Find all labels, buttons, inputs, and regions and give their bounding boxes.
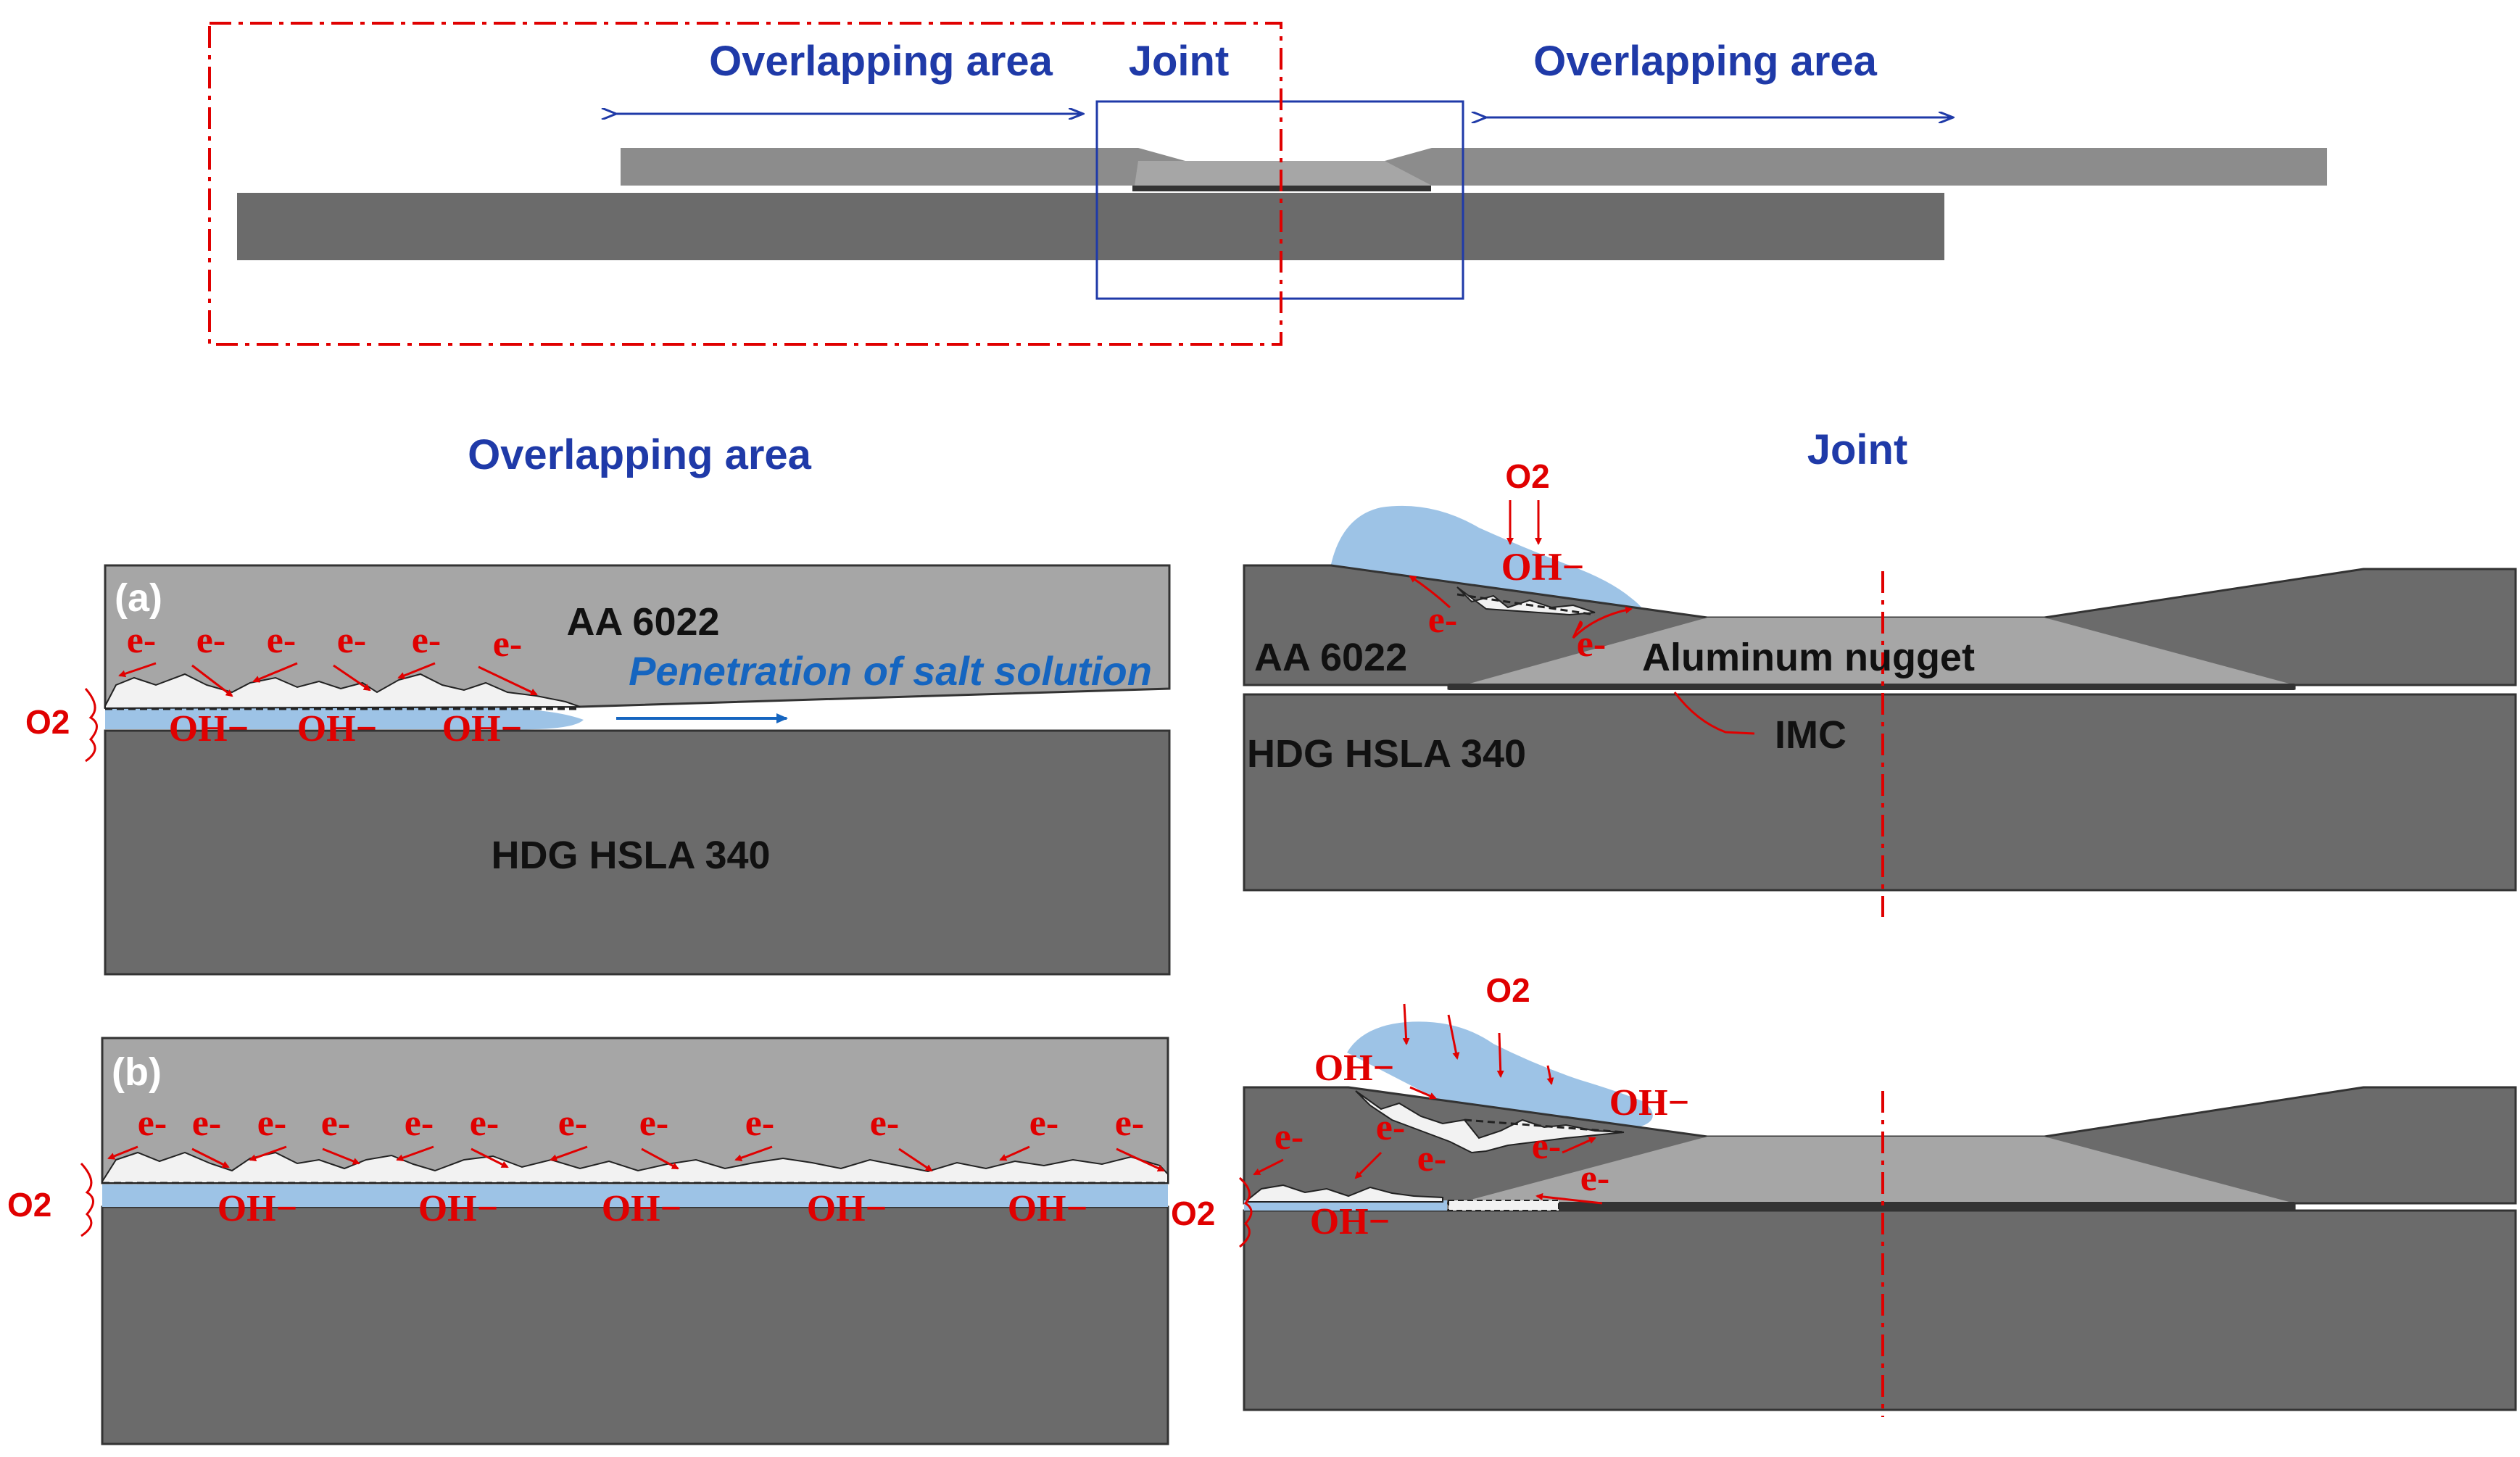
electron-label: e- [1115,1103,1144,1144]
hydroxide-label: OH− [418,1188,499,1229]
panel-b-electron-arrows [107,1145,1165,1172]
hydroxide-label: OH− [217,1188,298,1229]
overview-label-joint: Joint [1129,38,1230,85]
joint-bottom-electron-label: e- [1532,1126,1561,1167]
joint-top-nugget [1464,618,2295,685]
overview-schematic: Overlapping area Joint Overlapping area [208,22,2327,346]
electron-label: e- [412,620,441,661]
joint-top-electron-arrow [1572,606,1633,639]
panel-a-oxygen: O2 [25,703,70,741]
joint-bottom-electron-label: e- [1580,1158,1609,1199]
panel-b-steel [101,1205,1169,1445]
hydroxide-label: OH− [297,708,378,750]
joint-bottom-electron-label: e- [1417,1138,1446,1179]
electron-label: e- [267,620,296,661]
electron-label: e- [639,1103,668,1144]
panel-b-oxygen-bracket [80,1162,94,1237]
joint-bottom-oxygen-top: O2 [1485,971,1530,1009]
panel-a-top-material: AA 6022 [566,600,719,644]
joint-top-electron-arrow [1409,575,1451,609]
panel-a-salt-solution [105,708,584,730]
electron-label: e- [558,1103,587,1144]
overview-steel-sheet [237,193,1944,260]
panel-a-steel [104,729,1171,976]
panel-a-oxygen-bracket [84,688,98,763]
panel-b-hydroxides: OH− OH− OH− OH− OH− [217,1188,1088,1229]
electron-label: e- [257,1103,286,1144]
joint-top-dashed-interface [1456,593,1596,616]
joint-top-steel [1243,693,2517,892]
joint-bottom-oxygen-bracket [1238,1176,1253,1248]
joint-top-oxygen: O2 [1505,457,1549,495]
hydroxide-label: OH− [169,708,249,750]
panel-a-bottom-material: HDG HSLA 340 [491,834,770,877]
panel-a-electron-arrows [118,662,538,697]
overview-aluminum-sheet [621,148,2327,186]
panel-b: (b) e- e- e- e- e- e- e- e- e- e- e- e- [7,1037,1169,1445]
joint-bottom-hydroxide-left: OH− [1314,1047,1395,1089]
joint-bottom-imc-layer [1559,1202,2295,1209]
panel-b-salt-solution [102,1184,1168,1207]
joint-bottom-dashed-interface [1464,1118,1625,1134]
electron-label: e- [321,1103,350,1144]
panel-a: (a) AA 6022 Penetration of salt solution… [25,564,1171,976]
hydroxide-label: OH− [807,1188,887,1229]
electron-label: e- [493,623,522,665]
joint-top-nugget-label: Aluminum nugget [1642,636,1975,679]
electron-label: e- [870,1103,899,1144]
section-title-overlapping-area: Overlapping area [468,431,812,478]
panel-a-electrons: e- e- e- e- e- e- [127,620,522,665]
panel-a-corrosion-product [104,673,581,710]
hydroxide-label: OH− [442,708,523,750]
electron-label: e- [127,620,156,661]
joint-bottom-salt-crevice [1244,1200,1447,1211]
panel-b-oxygen: O2 [7,1186,51,1224]
electron-label: e- [405,1103,434,1144]
section-title-joint: Joint [1807,426,1908,473]
joint-top-bottom-material: HDG HSLA 340 [1247,732,1526,776]
overview-label-overlap-left: Overlapping area [709,38,1053,85]
overview-nugget [1135,161,1432,186]
panel-a-penetration-label: Penetration of salt solution [629,648,1152,694]
joint-top-top-material: AA 6022 [1254,636,1407,679]
panel-b-electrons: e- e- e- e- e- e- e- e- e- e- e- e- [138,1103,1144,1144]
joint-bottom-corrosion-crevice [1246,1184,1443,1203]
electron-label: e- [1029,1103,1058,1144]
panel-a-hydroxides: OH− OH− OH− [169,708,523,750]
joint-top: O2 OH− e- e- AA 6022 Aluminum nugget IMC… [1243,457,2517,917]
electron-label: e- [192,1103,221,1144]
joint-top-imc-label: IMC [1775,713,1847,757]
panel-b-tag: (b) [112,1050,162,1094]
joint-bottom: O2 OH− OH− OH− e- e- e- e- e- O2 [1171,971,2517,1417]
panel-a-tag: (a) [115,576,162,620]
joint-bottom-hydroxide-bottom: OH− [1310,1201,1390,1242]
joint-top-imc-layer [1448,684,2295,690]
electron-label: e- [470,1103,499,1144]
overview-label-overlap-right: Overlapping area [1533,38,1878,85]
joint-bottom-steel [1243,1209,2517,1411]
panel-a-aluminum [104,564,1171,709]
electron-label: e- [138,1103,167,1144]
joint-bottom-hydroxide-right: OH− [1609,1082,1690,1124]
joint-top-electron-left: e- [1428,599,1457,641]
electron-label: e- [745,1103,774,1144]
joint-top-hydroxide: OH− [1501,545,1585,589]
overview-crop-box [208,22,1282,346]
electron-label: e- [337,620,366,661]
hydroxide-label: OH− [602,1188,682,1229]
electron-label: e- [196,620,225,661]
joint-top-imc-leader [1673,692,1755,735]
joint-bottom-corrosion-gap [1448,1200,1559,1211]
joint-bottom-oxygen-side: O2 [1171,1195,1215,1232]
joint-bottom-electron-label: e- [1274,1116,1303,1158]
joint-bottom-nugget [1457,1137,2295,1203]
joint-bottom-electron-label: e- [1376,1107,1405,1148]
hydroxide-label: OH− [1008,1188,1088,1229]
